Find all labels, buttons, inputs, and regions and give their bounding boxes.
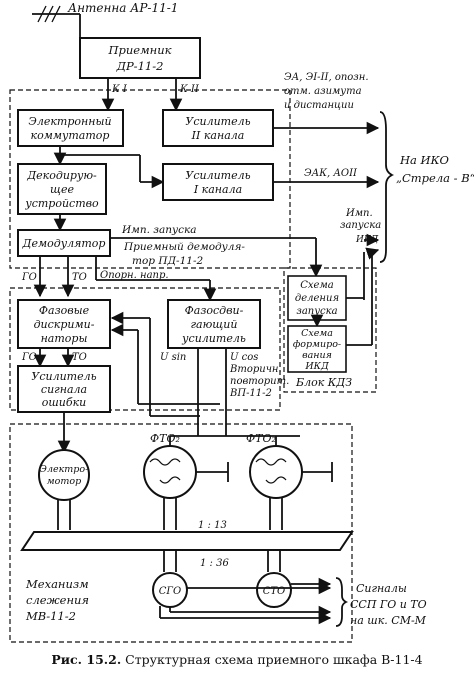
ikd-scheme-label-3: вания <box>302 350 332 361</box>
motor-label-1: Электро- <box>40 464 89 475</box>
ucos-label-3: повторит. <box>230 376 289 387</box>
fto-left-symbol <box>143 435 229 530</box>
caption-text: Структурная схема приемного шкафа В-11-4 <box>125 652 423 667</box>
amp1-label-2: I канала <box>193 183 242 196</box>
k2-label: К II <box>179 84 200 95</box>
div-scheme-label-3: запуска <box>296 306 337 317</box>
err-amp-label-3: ошибки <box>42 396 87 409</box>
div-scheme-label-1: Схема <box>300 280 334 291</box>
amp1-label-1: Усилитель <box>185 169 250 182</box>
ratio2-label: 1 : 36 <box>200 558 229 569</box>
kdz-boundary <box>283 267 377 393</box>
phase-shift-label-2: гающий <box>191 318 238 331</box>
vp-boundary <box>9 287 281 411</box>
imp-right-2: запуска <box>340 220 381 231</box>
ikd-scheme-block <box>287 325 347 373</box>
ikd-scheme-label-2: формиро- <box>293 339 341 350</box>
iko-label-1: На ИКО <box>399 153 449 167</box>
receiver-block <box>79 37 201 79</box>
kdz-label: Блок КДЗ <box>295 376 352 389</box>
amp2-label-1: Усилитель <box>185 115 250 128</box>
mech-label-2: слежения <box>26 593 89 607</box>
ucos-label-4: ВП-11-2 <box>229 388 272 399</box>
signals-label-2: ССП ГО и ТО <box>350 598 427 611</box>
k1-label: К I <box>111 84 128 95</box>
motor-symbol <box>38 449 90 501</box>
commutator-label-2: коммутатор <box>31 129 110 142</box>
mech-label-1: Механизм <box>25 577 89 591</box>
phase-disc-label-3: наторы <box>41 332 88 345</box>
amp2-label-2: II канала <box>191 129 245 142</box>
fto-right-symbol <box>226 435 333 530</box>
signals-brace <box>335 577 349 627</box>
go2-label: ГО <box>21 352 37 363</box>
amp1-block <box>162 163 274 201</box>
ref-voltage-label: Опорн. напр. <box>100 270 169 281</box>
usin-label: U sin <box>160 352 186 363</box>
ikd-scheme-label-1: Схема <box>301 328 333 339</box>
demodulator-label: Демодулятор <box>22 237 106 250</box>
fto-left-label: ФТО₂ <box>150 432 180 445</box>
decoder-label-1: Декодирую- <box>26 169 97 182</box>
to2-label: ТО <box>72 352 87 363</box>
phase-disc-label-1: Фазовые <box>39 304 90 317</box>
error-amp-block <box>17 365 111 413</box>
outputs-mid: ЭАК, АОII <box>304 168 358 179</box>
iko-label-2: „Стрела - В“ <box>396 171 474 185</box>
imp-start-label: Имп. запуска <box>121 224 197 236</box>
antenna-label: Антенна АР-11-1 <box>67 1 178 15</box>
pd-boundary <box>9 89 291 269</box>
decoder-label-3: устройство <box>24 197 99 210</box>
ratio1-label: 1 : 13 <box>198 520 227 531</box>
motor-label-2: мотор <box>47 476 81 487</box>
outputs-top-1: ЭА, ЭI-II, опозн. <box>284 72 369 83</box>
sto-label: СТО <box>263 586 286 597</box>
caption-prefix: Рис. 15.2. <box>51 652 122 667</box>
err-amp-label-1: Усилитель <box>31 370 96 383</box>
to-label: ТО <box>72 272 87 283</box>
figure-caption: Рис. 15.2. Структурная схема приемного ш… <box>0 652 474 667</box>
ucos-label-2: Вторичн. <box>229 364 282 375</box>
phase-shift-block <box>167 299 261 349</box>
err-amp-label-2: сигнала <box>41 383 87 396</box>
pd-label-2: тор ПД-11-2 <box>132 255 203 267</box>
ikd-scheme-label-4: ИКД <box>304 361 329 372</box>
mech-label-3: МВ-11-2 <box>25 609 76 623</box>
ucos-label-1: U cos <box>230 352 258 363</box>
div-scheme-block <box>287 275 347 321</box>
pd-label-1: Приемный демодуля- <box>123 241 245 253</box>
go-label: ГО <box>21 272 37 283</box>
outputs-top-2: отм. азимута <box>284 86 362 97</box>
iko-brace <box>379 111 395 263</box>
phase-disc-label-2: дискрими- <box>34 318 95 331</box>
antenna-symbol <box>32 5 81 38</box>
decoder-block <box>17 163 107 215</box>
div-scheme-label-2: деления <box>295 293 339 304</box>
phase-shift-label-1: Фазосдви- <box>185 304 244 317</box>
signals-label-1: Сигналы <box>356 582 407 595</box>
sgo-label: СГО <box>159 586 181 597</box>
receiver-label-1: Приемник <box>108 43 172 57</box>
demodulator-block <box>17 229 111 257</box>
outputs-top-3: и дистанции <box>284 100 354 111</box>
receiver-label-2: ДР-11-2 <box>116 59 164 73</box>
phase-disc-block <box>17 299 111 349</box>
signals-label-3: на шк. СМ-М <box>350 614 427 627</box>
fto-right-label: ФТО₂ <box>246 432 276 445</box>
decoder-label-2: щее <box>50 183 75 196</box>
commutator-block <box>17 109 124 147</box>
phase-shift-label-3: усилитель <box>181 332 246 345</box>
commutator-label-1: Электронный <box>28 115 111 128</box>
imp-right-1: Имп. <box>345 208 373 219</box>
gearbox <box>20 531 354 551</box>
